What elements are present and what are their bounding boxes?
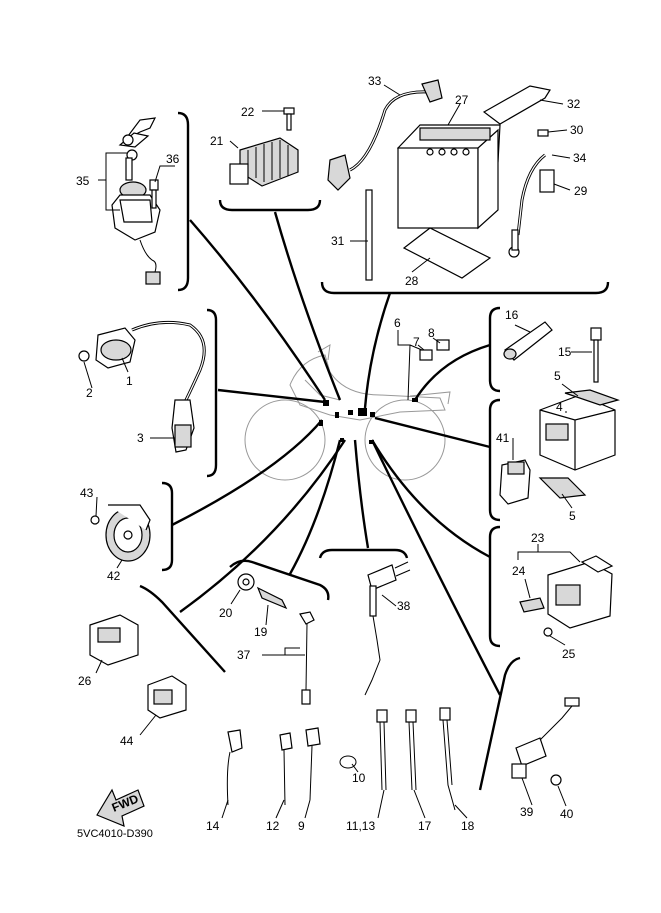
callout-6: 6 [394,316,401,330]
callout-31: 31 [331,234,345,248]
callout-15: 15 [558,345,572,359]
callout-1: 1 [126,374,133,388]
callout-38: 38 [397,599,411,613]
callout-24: 24 [512,564,526,578]
callout-8: 8 [428,326,435,340]
callout-labels: 35 36 1 2 3 21 22 33 27 32 30 34 29 31 2… [76,74,588,833]
callout-16: 16 [505,308,519,322]
callout-43: 43 [80,486,94,500]
callout-25: 25 [562,647,576,661]
callout-20: 20 [219,606,233,620]
callout-34: 34 [573,151,587,165]
callout-27: 27 [455,93,469,107]
callout-7: 7 [413,335,420,349]
fuse-parts [419,321,602,383]
battery-group [327,79,555,281]
callout-5-upper: 5 [554,369,561,383]
callout-39: 39 [520,805,534,819]
callout-36: 36 [166,152,180,166]
callout-32: 32 [567,97,581,111]
callout-14: 14 [206,819,220,833]
callout-21: 21 [210,134,224,148]
cable-bands [226,707,456,811]
callout-19: 19 [254,625,268,639]
callout-40: 40 [560,807,574,821]
callout-22: 22 [241,105,255,119]
front-brake-switch [511,697,580,786]
motorcycle-outline [244,344,451,481]
callout-29: 29 [574,184,588,198]
group-brackets [139,111,610,791]
callout-35: 35 [76,174,90,188]
ignition-coil [78,320,206,453]
relays [89,614,187,719]
diagram-code: 5VC4010-D390 [77,828,153,840]
callout-26: 26 [78,674,92,688]
callout-30: 30 [570,123,584,137]
callout-9: 9 [298,819,305,833]
callout-37: 37 [237,648,251,662]
callout-10: 10 [352,771,366,785]
callout-3: 3 [137,431,144,445]
callout-leaders [83,84,592,819]
rear-brake-switch [364,561,411,696]
neutral-switch [237,573,315,705]
callout-17: 17 [418,819,432,833]
callout-41: 41 [496,431,510,445]
callout-2: 2 [86,386,93,400]
callout-5-lower: 5 [569,509,576,523]
callout-23: 23 [531,531,545,545]
cdi-unit [499,389,620,505]
fwd-arrow-icon: FWD [96,788,145,827]
callout-28: 28 [405,274,419,288]
horn [90,504,151,562]
callout-4: 4 [556,400,563,414]
starter-relay [519,555,614,637]
callout-11-13: 11,13 [346,819,375,833]
callout-33: 33 [368,74,382,88]
leader-curves [171,211,502,696]
rectifier-regulator [229,107,299,187]
callout-42: 42 [107,569,121,583]
callout-44: 44 [120,734,134,748]
main-switch-assembly [111,117,161,285]
callout-18: 18 [461,819,475,833]
callout-12: 12 [266,819,280,833]
